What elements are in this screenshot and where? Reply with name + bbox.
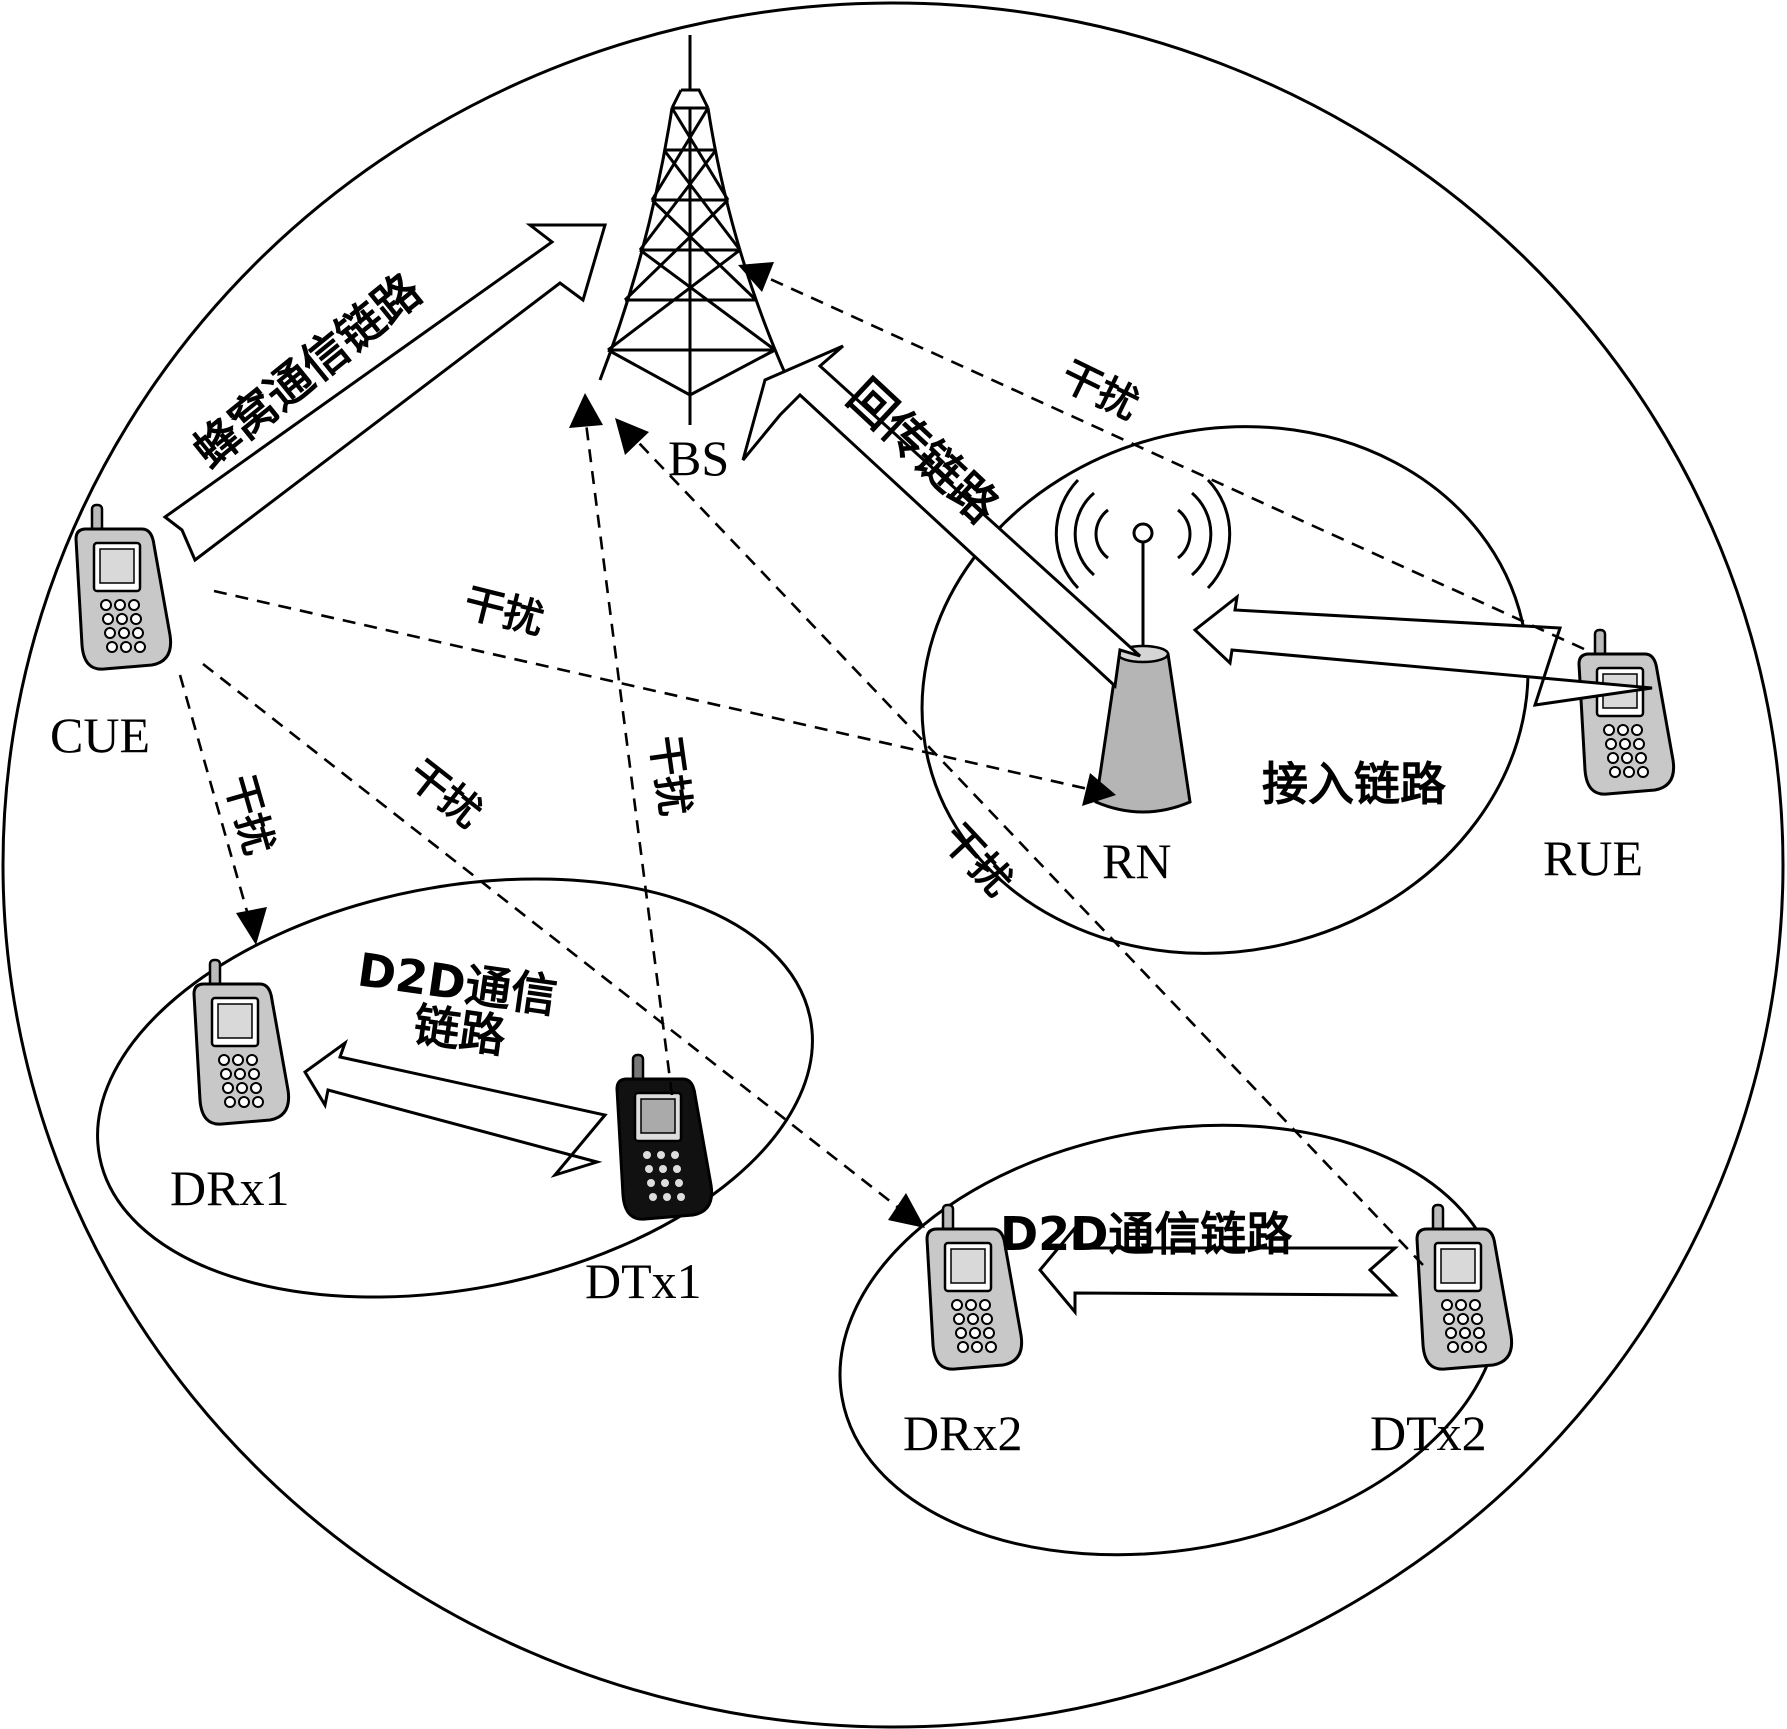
rn-signal-waves-icon <box>1054 478 1232 590</box>
intf-rue-bs-arrowhead <box>738 262 774 292</box>
rn-label: RN <box>1102 833 1171 889</box>
intf-label-cue-rn: 干扰 <box>460 580 549 644</box>
intf-cue-drx2 <box>202 662 901 1211</box>
cue-label: CUE <box>50 707 150 763</box>
intf-label-cue-drx1: 干扰 <box>215 770 281 860</box>
interference-lines <box>178 262 1585 1266</box>
intf-cue-drx2-arrowhead <box>888 1193 925 1228</box>
rue-phone-icon <box>1577 628 1676 796</box>
access-link-arrow <box>1192 593 1653 707</box>
intf-dtx1-bs <box>584 422 674 1096</box>
d2d-pair1-region <box>96 877 814 1299</box>
dtx2-label: DTx2 <box>1370 1405 1487 1461</box>
intf-cue-drx1-arrowhead <box>236 907 267 945</box>
access-link-label: 接入链路 <box>1262 757 1447 811</box>
intf-dtx1-bs-arrowhead <box>569 393 603 428</box>
intf-cue-rn-arrowhead <box>1082 773 1116 806</box>
intf-dtx2-bs <box>637 441 1424 1266</box>
intf-rue-bs <box>767 276 1585 651</box>
d2d2-link-label: D2D通信链路 <box>1000 1207 1293 1261</box>
d2d1-link-arrow <box>303 1038 608 1178</box>
drx2-label: DRx2 <box>903 1405 1022 1461</box>
rue-label: RUE <box>1543 830 1643 886</box>
cue-phone-icon <box>74 503 173 671</box>
dtx1-phone-icon <box>615 1053 714 1221</box>
bs-tower-icon <box>598 35 790 425</box>
d2d1-link-label-line2: 链路 <box>410 997 510 1063</box>
dtx2-phone-icon <box>1415 1203 1514 1371</box>
intf-cue-drx1 <box>178 674 250 916</box>
intf-dtx2-bs-arrowhead <box>615 418 649 455</box>
dtx1-label: DTx1 <box>585 1253 702 1309</box>
intf-label-rue-bs: 干扰 <box>1054 353 1146 429</box>
cellular-link-arrow <box>162 223 608 563</box>
intf-label-cue-drx2: 干扰 <box>399 752 490 838</box>
drx1-label: DRx1 <box>170 1160 289 1216</box>
intf-cue-rn <box>213 589 1089 791</box>
intf-label-dtx1-bs: 干扰 <box>641 733 698 819</box>
d2d2-link-arrow <box>1038 1223 1399 1317</box>
relay-node-icon <box>1054 478 1232 814</box>
bs-label: BS <box>668 430 729 486</box>
backhaul-link-arrow <box>741 344 1142 690</box>
drx1-phone-icon <box>192 958 291 1126</box>
